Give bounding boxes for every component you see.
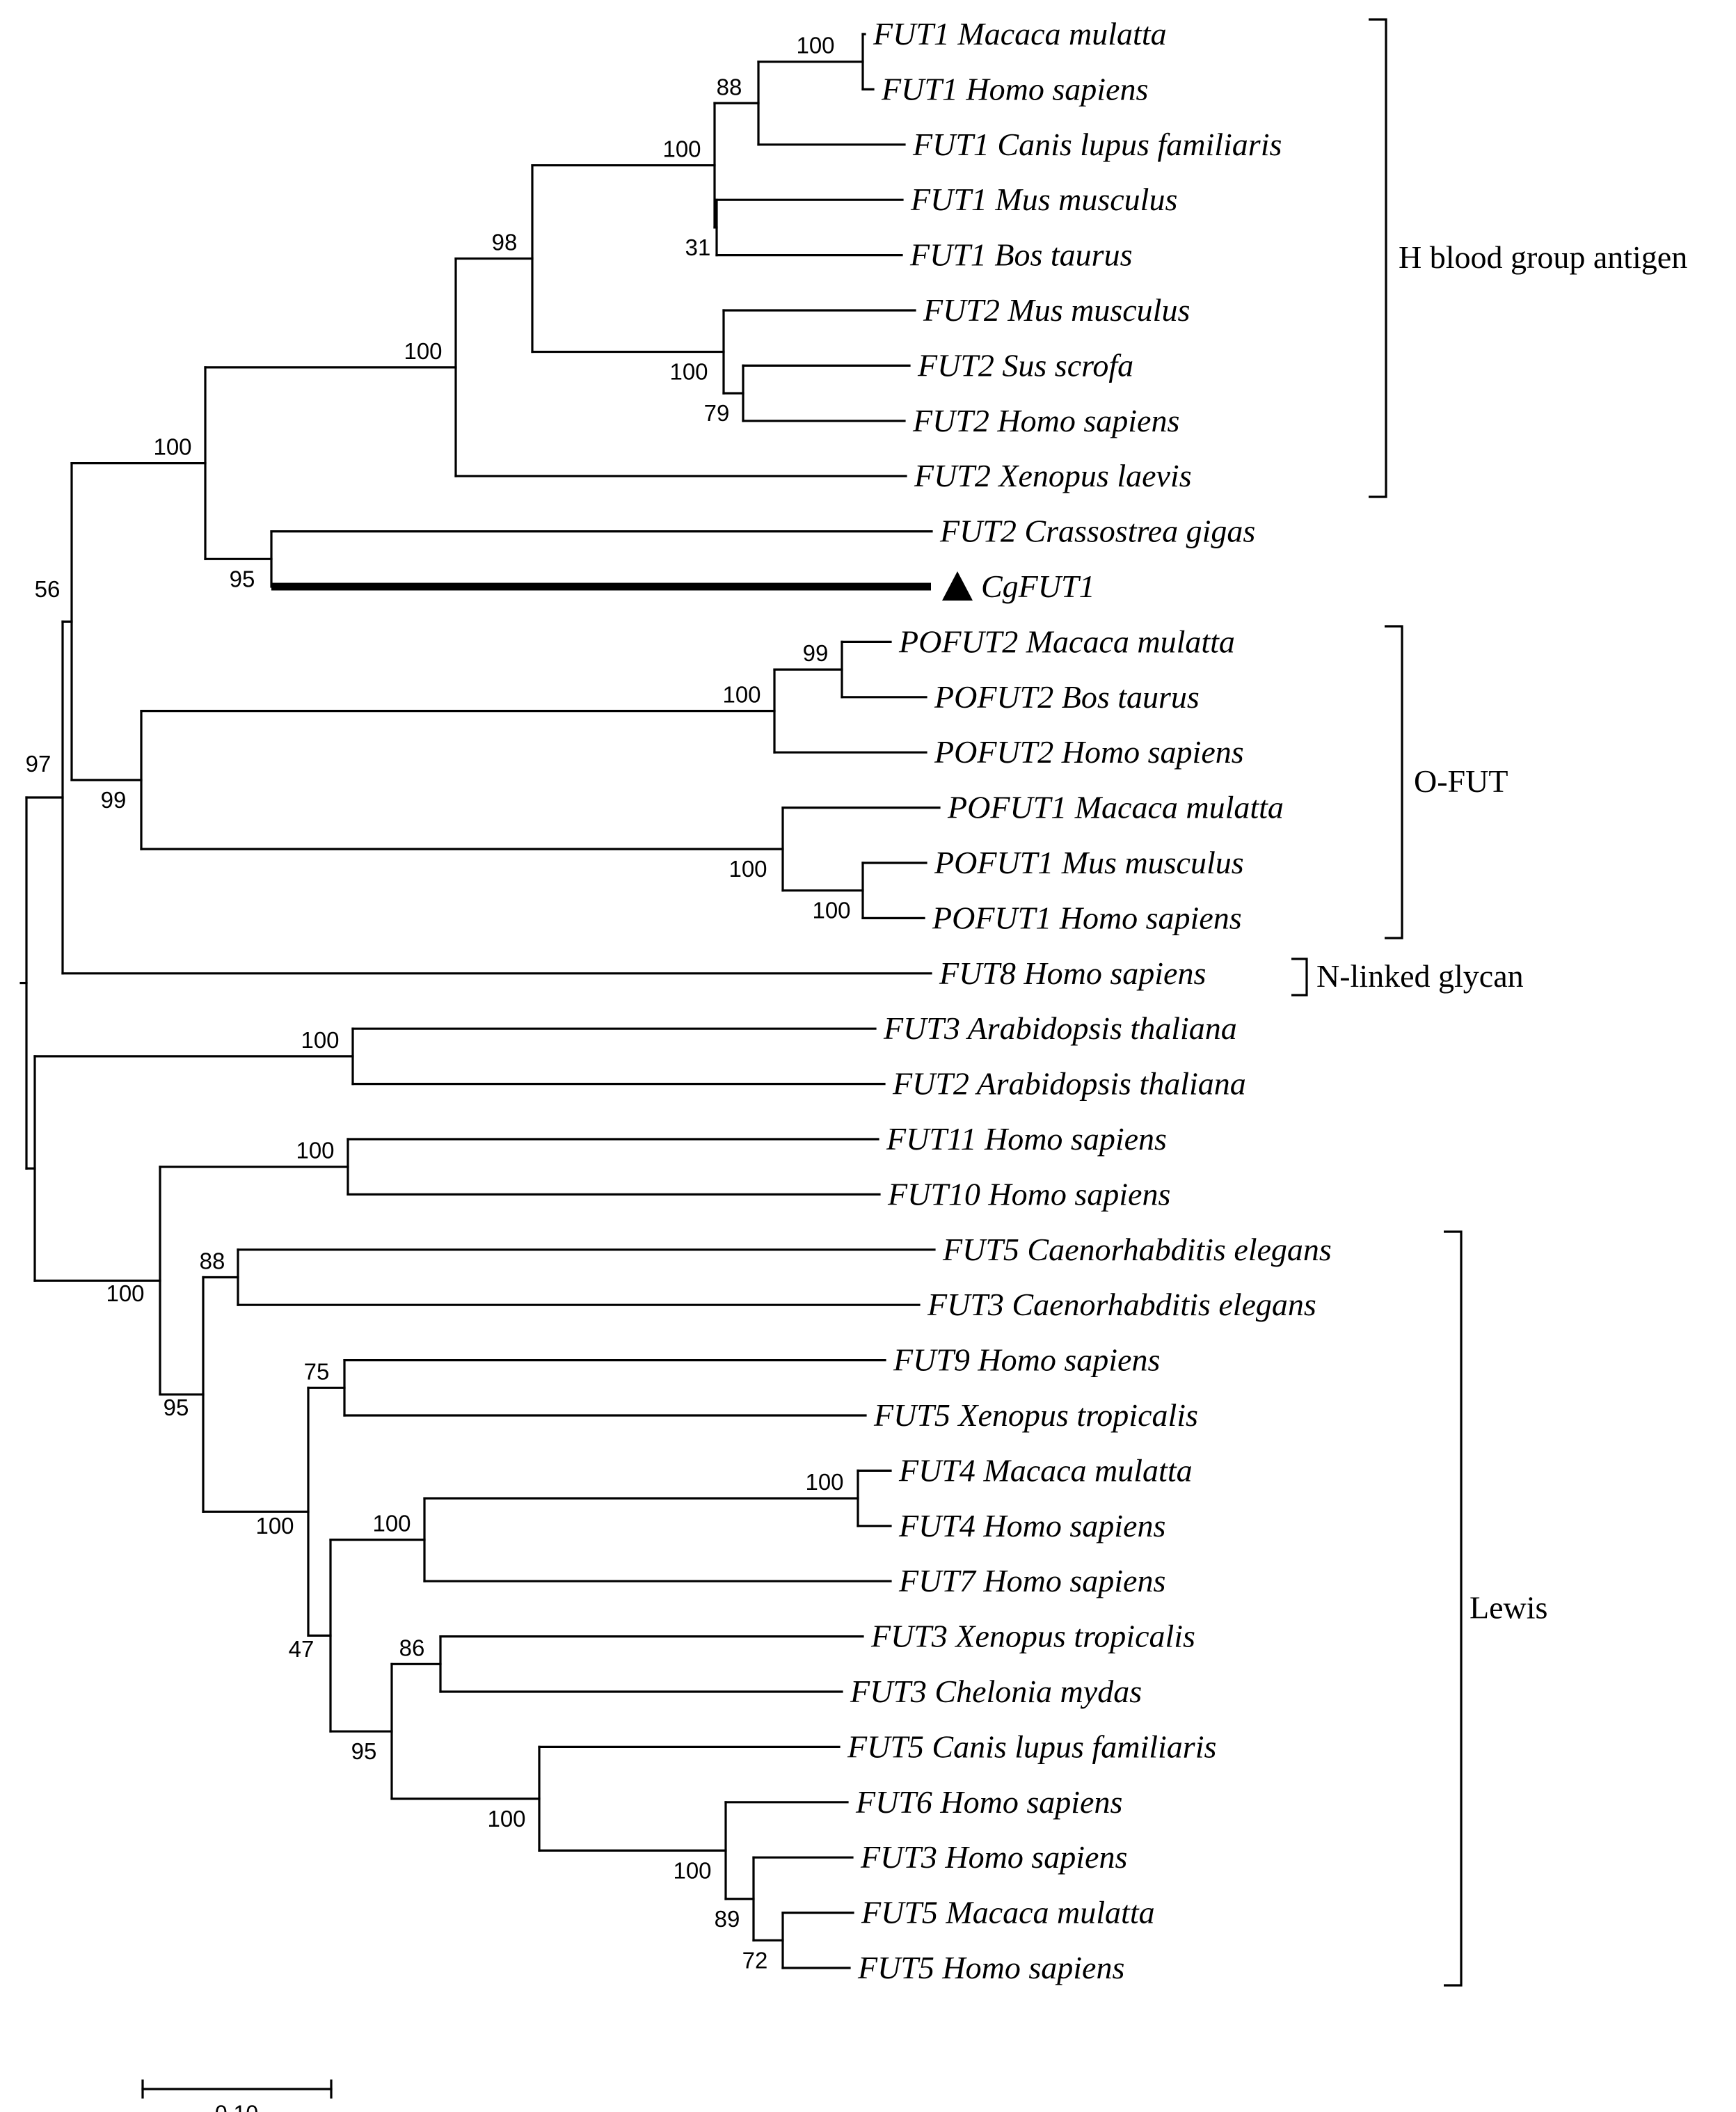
bracket-nlinked [1291,958,1308,997]
bootstrap-n_h_ofut: 56 [35,576,61,602]
leaf-label-fut1_mac: FUT1 Macaca mulatta [873,16,1167,51]
scale-bar-label: 0.10 [215,2101,258,2112]
leaf-label-fut6_hom: FUT6 Homo sapiens [855,1784,1122,1820]
leaf-label-pofut1_mus: POFUT1 Mus musculus [934,845,1244,880]
leaf-label-fut2_xen: FUT2 Xenopus laevis [914,458,1192,493]
bootstrap-n_fut4: 100 [805,1469,843,1495]
bootstrap-n_fut5can_group: 100 [487,1806,525,1832]
bootstrap-n_fut1_all: 100 [662,136,701,162]
bootstrap-n_cae: 88 [200,1248,225,1274]
bootstrap-n_fut1_primate_can: 88 [717,74,742,100]
group-label-lewis: Lewis [1470,1590,1547,1626]
bootstrap-n_cra_cg: 95 [230,566,255,591]
bootstrap-n_fut3_5: 89 [715,1906,740,1932]
leaf-label-fut3_ara: FUT3 Arabidopsis thaliana [883,1010,1237,1046]
leaf-label-fut3_hom: FUT3 Homo sapiens [860,1839,1127,1875]
leaf-label-fut8_hom: FUT8 Homo sapiens [939,955,1206,991]
bootstrap-n_fut10_11: 100 [296,1138,334,1164]
leaf-label-fut4_hom: FUT4 Homo sapiens [898,1508,1165,1543]
bootstrap-n_pofut1_mus_hom: 100 [812,898,850,923]
leaf-label-fut1_bos: FUT1 Bos taurus [909,237,1132,273]
leaf-label-fut5_can: FUT5 Canis lupus familiaris [847,1729,1216,1764]
bootstrap-n_h_vertebrate: 100 [404,338,442,364]
leaf-label-fut1_hom: FUT1 Homo sapiens [881,71,1148,106]
group-label-ofut: O-FUT [1414,763,1508,799]
leaf-label-cgfut1: CgFUT1 [981,569,1095,604]
leaf-label-fut2_mus: FUT2 Mus musculus [923,292,1190,328]
leaf-label-pofut2_bos: POFUT2 Bos taurus [934,679,1200,715]
leaf-label-pofut1_hom: POFUT1 Homo sapiens [932,900,1242,935]
scale-bar: 0.10 [141,2079,333,2112]
triangle-icon [942,571,973,601]
bracket-ofut [1385,625,1403,939]
bootstrap-n_fut3_xen_che: 86 [399,1635,425,1660]
leaf-label-fut2_ara: FUT2 Arabidopsis thaliana [892,1066,1246,1102]
leaf-label-fut2_cra: FUT2 Crassostrea gigas [939,514,1255,549]
bootstrap-n_fut1_fut2: 98 [492,230,518,255]
bootstrap-n_lewis: 95 [164,1395,189,1420]
leaf-label-pofut2_mac: POFUT2 Macaca mulatta [898,624,1235,659]
leaf-label-fut9_hom: FUT9 Homo sapiens [893,1342,1160,1378]
bootstrap-n_lower_lewis: 95 [351,1738,377,1764]
bootstrap-n_mid_lewis: 47 [289,1636,314,1662]
leaf-label-fut11_hom: FUT11 Homo sapiens [886,1121,1167,1157]
leaf-label-fut3_xen: FUT3 Xenopus tropicalis [870,1619,1195,1654]
bootstrap-n_h_all: 100 [153,434,191,460]
bootstrap-n_fut2_sus_hom: 79 [704,400,730,426]
bootstrap-n_ara: 100 [301,1027,339,1053]
bootstrap-n_pofut1: 100 [728,856,767,882]
bootstrap-n_pofut2_mac_bos: 99 [803,640,829,666]
bootstrap-n_fut5_mac_hom: 72 [742,1947,768,1973]
leaf-label-fut5_mac: FUT5 Macaca mulatta [861,1895,1155,1930]
bootstrap-n_fut9_xen: 75 [304,1358,330,1384]
leaf-label-fut1_mus: FUT1 Mus musculus [910,182,1177,217]
bracket-lewis [1444,1230,1463,1987]
bootstrap-n_fut6_3_5: 100 [673,1857,711,1883]
bootstrap-n_vert_lewis: 100 [255,1513,294,1539]
bootstrap-n_ofut: 99 [101,787,127,813]
leaf-label-fut4_mac: FUT4 Macaca mulatta [898,1452,1193,1488]
bootstrap-n_pofut2: 100 [722,682,761,708]
leaf-label-pofut2_hom: POFUT2 Homo sapiens [934,734,1244,770]
leaf-label-fut2_sus: FUT2 Sus scrofa [917,347,1133,383]
bootstrap-values: 100 88 31 100 79 100 98 100 95 100 99 100 100 100 99 56… [26,33,851,1974]
bootstrap-n_lewis_fut1011: 100 [106,1280,144,1306]
bootstrap-n_fut1_mus_bos: 31 [685,235,711,260]
leaf-label-fut5_xen: FUT5 Xenopus tropicalis [873,1397,1198,1433]
group-label-h_blood: H blood group antigen [1399,239,1687,275]
leaf-label-fut5_hom: FUT5 Homo sapiens [857,1950,1124,1985]
leaf-label-pofut1_mac: POFUT1 Macaca mulatta [947,790,1284,825]
bootstrap-n_with_fut8: 97 [26,751,51,777]
tree-branches [19,33,941,1969]
leaf-label-fut10_hom: FUT10 Homo sapiens [887,1176,1170,1212]
bootstrap-n_fut2_mammal: 100 [669,359,708,385]
leaf-label-fut3_che: FUT3 Chelonia mydas [850,1674,1142,1709]
leaf-label-fut5_cae: FUT5 Caenorhabditis elegans [942,1232,1332,1267]
leaf-label-fut2_hom: FUT2 Homo sapiens [912,403,1179,438]
leaf-label-fut7_hom: FUT7 Homo sapiens [898,1563,1165,1598]
leaf-label-fut1_can: FUT1 Canis lupus familiaris [912,127,1282,162]
group-label-nlinked: N-linked glycan [1316,958,1524,994]
bootstrap-n_fut4_7: 100 [372,1511,411,1537]
bracket-h_blood [1369,18,1387,498]
bootstrap-n_fut1_mac_hom: 100 [796,33,834,58]
leaf-label-fut3_cae: FUT3 Caenorhabditis elegans [927,1287,1316,1322]
